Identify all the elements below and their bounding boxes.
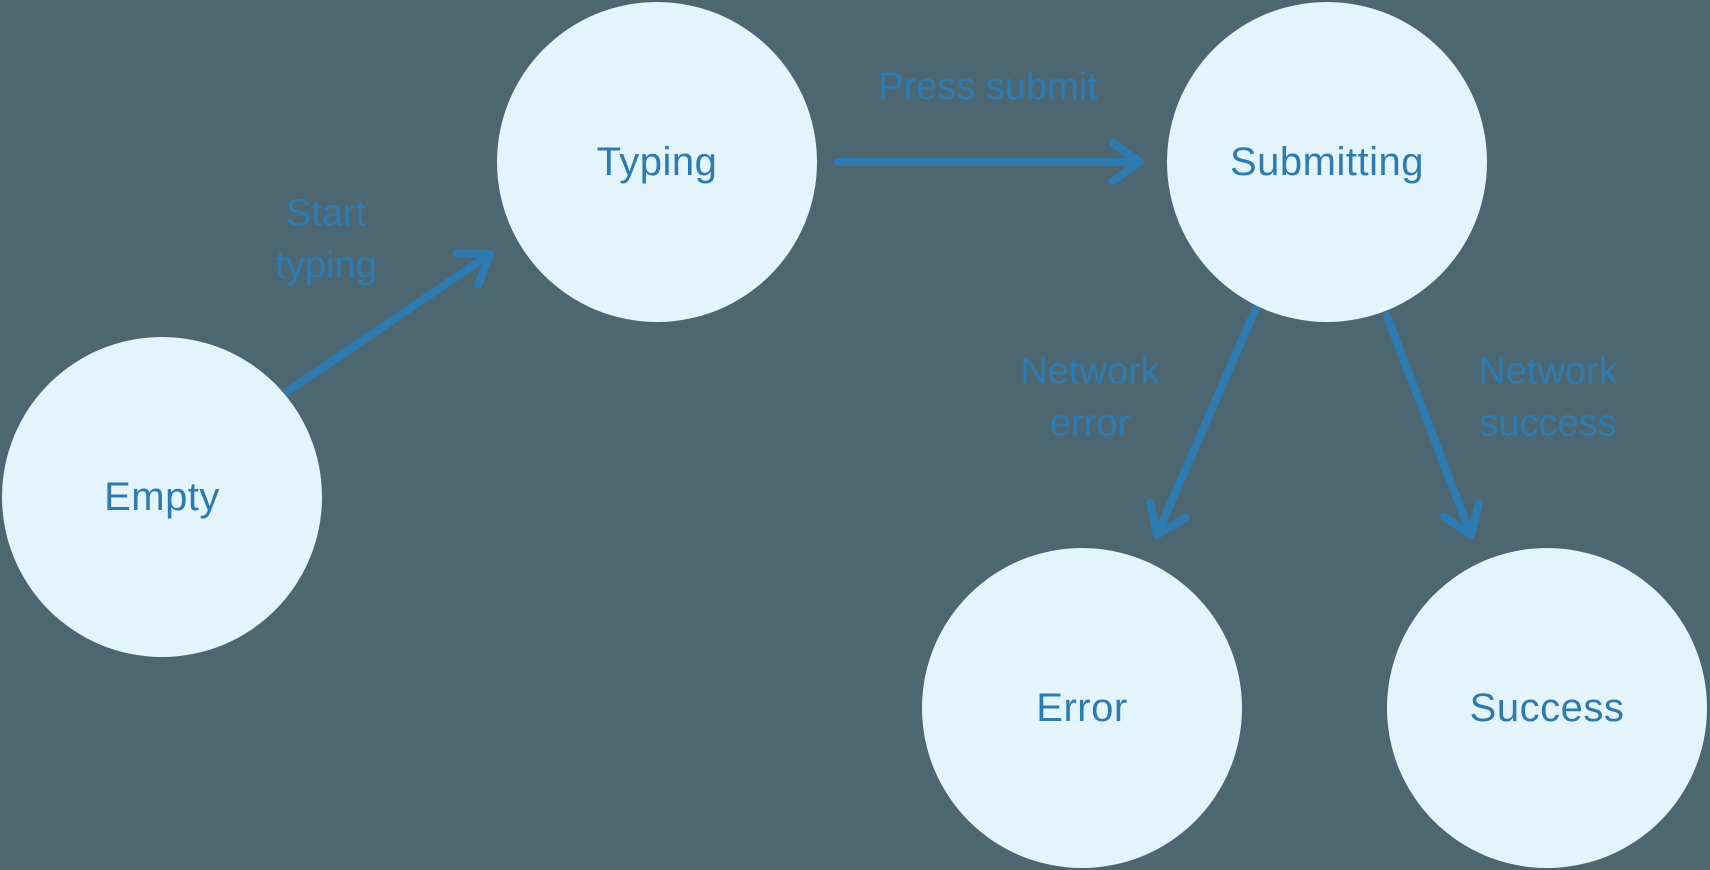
state-label-submitting: Submitting <box>1230 139 1424 184</box>
state-label-error: Error <box>1036 685 1128 730</box>
arrow-empty-to-typing <box>284 249 494 395</box>
arrow-submitting-to-success <box>1383 312 1484 539</box>
transition-label-press-submit: Press submit <box>878 65 1098 108</box>
state-label-empty: Empty <box>104 474 220 519</box>
transition-label-network-success: Network success <box>1478 350 1618 445</box>
arrow-submitting-to-error <box>1146 304 1260 539</box>
transition-label-network-error: Network error <box>1020 350 1160 445</box>
state-node-error: Error <box>922 548 1242 868</box>
state-node-success: Success <box>1387 548 1707 868</box>
state-label-typing: Typing <box>596 139 718 184</box>
state-node-empty: Empty <box>2 337 322 657</box>
state-node-typing: Typing <box>497 2 817 322</box>
state-node-submitting: Submitting <box>1167 2 1487 322</box>
transition-label-start-typing: Start typing <box>275 192 377 287</box>
state-label-success: Success <box>1469 685 1625 730</box>
